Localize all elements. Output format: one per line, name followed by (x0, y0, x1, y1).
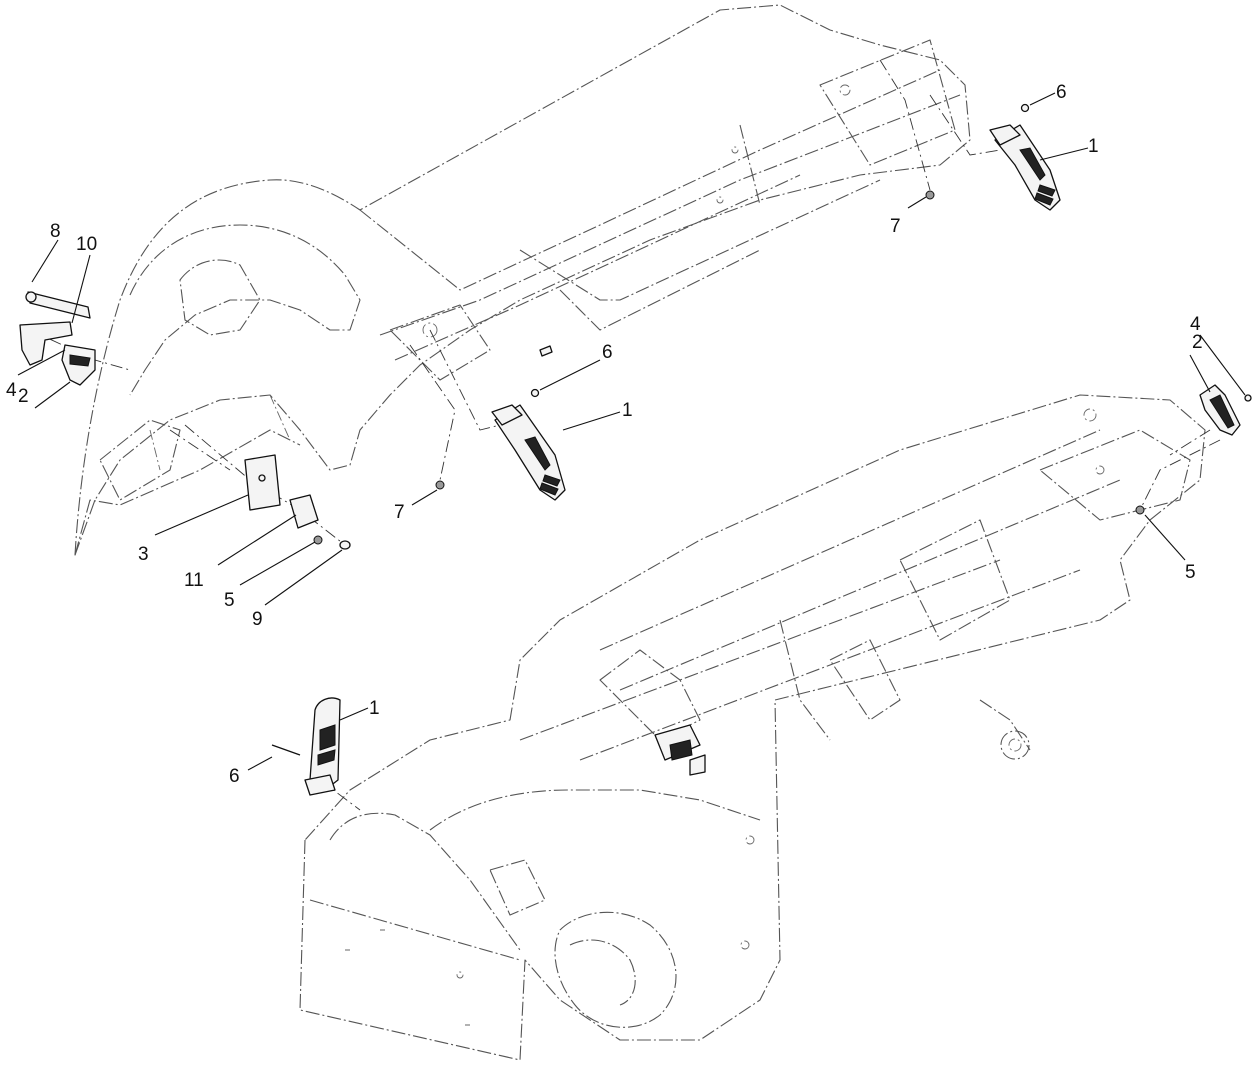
callout-leaders (17, 92, 1246, 771)
nut-part-upper (925, 190, 935, 200)
handle-part-lower-left (271, 697, 341, 796)
callout-label: 3 (138, 544, 149, 565)
callout-label: 10 (76, 234, 97, 255)
callout-label: 9 (252, 609, 263, 630)
lower-frame-assembly-outline (299, 394, 1206, 1061)
callout-label: 1 (1088, 136, 1099, 157)
clamp-part-lower (654, 724, 706, 776)
bracket-assembly-right (1135, 384, 1252, 515)
callout-label: 5 (1185, 562, 1196, 583)
callout-label: 11 (184, 570, 204, 591)
callout-label: 5 (224, 590, 235, 611)
callout-labels: 1 1 1 2 2 3 4 4 5 5 6 6 6 7 7 8 9 10 11 (6, 82, 1203, 787)
callout-label: 7 (394, 502, 405, 523)
bracket-assembly-left (19, 291, 351, 550)
callout-label: 4 (6, 380, 17, 401)
callout-label: 8 (50, 221, 61, 242)
explode-lines (29, 59, 1221, 811)
callout-label: 2 (18, 386, 29, 407)
handle-part-middle (491, 345, 566, 501)
callout-label: 6 (1056, 82, 1067, 103)
callout-label: 7 (890, 216, 901, 237)
upper-fender-assembly-outline (74, 4, 971, 556)
callout-label: 1 (622, 400, 633, 421)
callout-label: 6 (602, 342, 613, 363)
handle-part-upper-right (989, 103, 1061, 211)
callout-label: 6 (229, 766, 240, 787)
nut-part-middle (435, 480, 445, 490)
callout-label: 2 (1192, 332, 1203, 353)
callout-label: 4 (1190, 314, 1201, 335)
callout-label: 1 (369, 698, 380, 719)
